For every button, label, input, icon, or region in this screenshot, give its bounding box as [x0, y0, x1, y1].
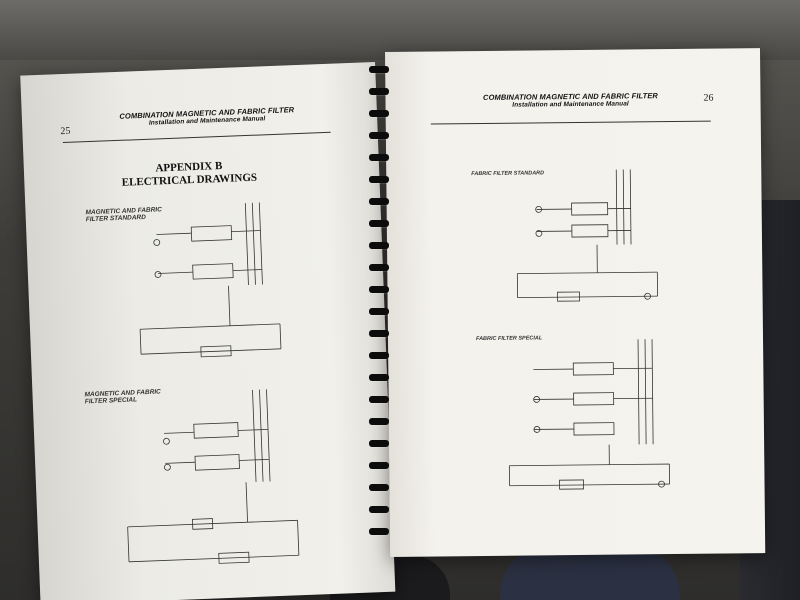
- binding-ring: [369, 132, 389, 139]
- binding-ring: [369, 286, 389, 293]
- header-rule: [430, 120, 711, 125]
- binding-ring: [369, 264, 389, 271]
- wiring-diagram: [496, 164, 678, 316]
- binding-ring: [369, 242, 389, 249]
- binding-ring: [369, 110, 389, 117]
- page-number: 26: [703, 92, 714, 104]
- binding-ring: [369, 506, 389, 513]
- manual-page-left: 25 COMBINATION MAGNETIC AND FABRIC FILTE…: [20, 62, 396, 600]
- binding-ring: [369, 418, 389, 425]
- wiring-diagram: [95, 193, 301, 371]
- binding-ring: [369, 88, 389, 95]
- binding-ring: [369, 374, 389, 381]
- binding-ring: [369, 484, 389, 491]
- binding-ring: [369, 528, 389, 535]
- binding-ring: [369, 154, 389, 161]
- binding-ring: [369, 308, 389, 315]
- page-header: COMBINATION MAGNETIC AND FABRIC FILTER I…: [107, 105, 307, 129]
- binding-ring: [369, 440, 389, 447]
- binding-ring: [369, 330, 389, 337]
- wiring-diagram: [488, 334, 690, 496]
- spiral-binding: [365, 58, 393, 558]
- binding-ring: [369, 396, 389, 403]
- binding-ring: [369, 352, 389, 359]
- binding-ring: [369, 220, 389, 227]
- wiring-diagram: [92, 380, 320, 588]
- binding-ring: [369, 198, 389, 205]
- binding-ring: [369, 462, 389, 469]
- binding-ring: [369, 176, 389, 183]
- manual-page-right: COMBINATION MAGNETIC AND FABRIC FILTER I…: [385, 48, 766, 557]
- binding-ring: [369, 66, 389, 73]
- page-number: 25: [60, 125, 71, 138]
- header-rule: [62, 131, 331, 144]
- page-header: COMBINATION MAGNETIC AND FABRIC FILTER I…: [470, 91, 670, 109]
- appendix-heading: APPENDIX B ELECTRICAL DRAWINGS: [119, 159, 260, 190]
